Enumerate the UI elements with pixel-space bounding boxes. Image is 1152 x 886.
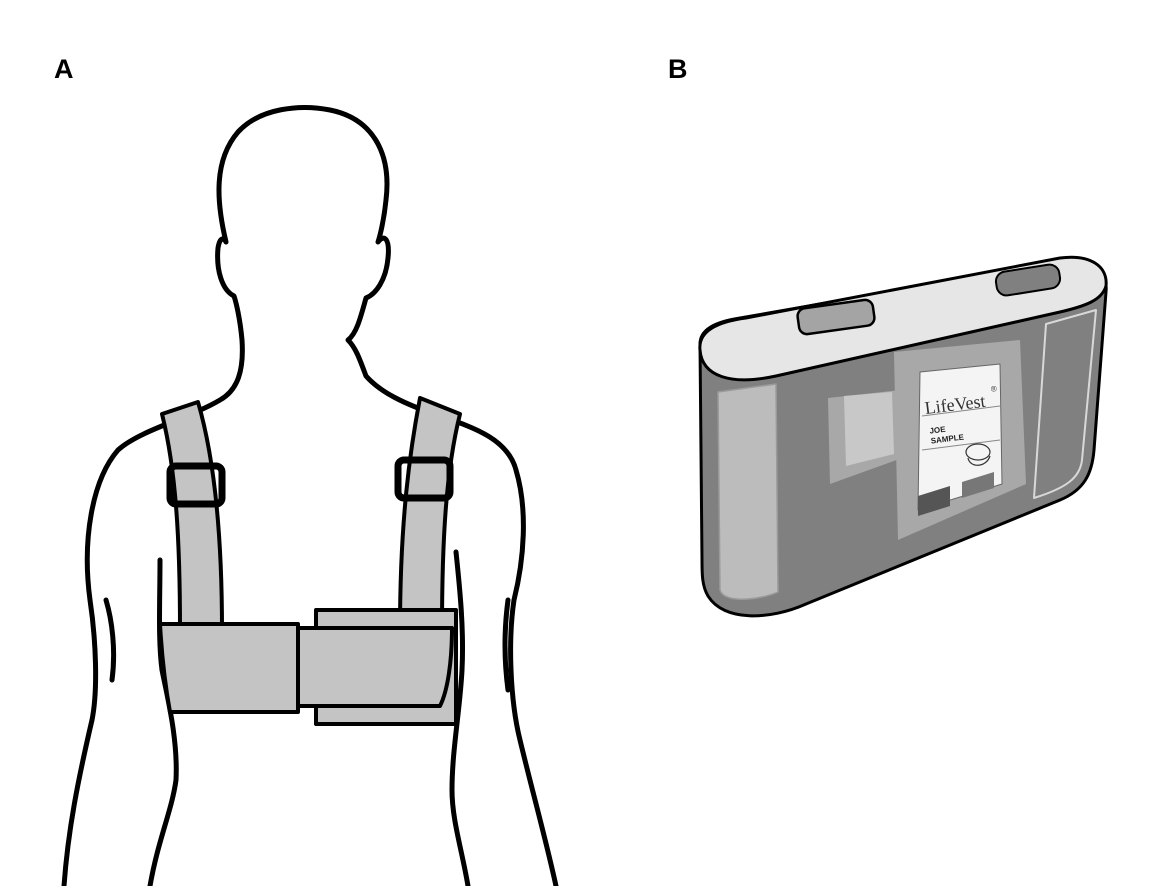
label-divider-1 — [921, 405, 1001, 417]
heart-icon — [965, 443, 991, 466]
panel-label-b: B — [668, 54, 688, 84]
device-brand-mark: ® — [990, 384, 997, 394]
body-outline — [61, 105, 559, 886]
device-display-inner — [844, 392, 894, 466]
device-top-button — [796, 298, 876, 336]
device-top-port — [994, 263, 1062, 297]
device-label-line2: SAMPLE — [930, 433, 965, 446]
left-armpit-crease — [103, 597, 117, 683]
label-divider-2 — [921, 439, 1001, 451]
person-silhouette — [61, 105, 559, 886]
harness — [158, 396, 462, 726]
device-right-cap — [1033, 309, 1097, 499]
panel-label-a: A — [54, 54, 74, 84]
left-strap-buckle — [166, 462, 226, 508]
monitor-device — [698, 255, 1108, 618]
device-left-panel — [717, 383, 779, 600]
belt-left-panel — [158, 622, 300, 714]
left-arm-line — [147, 557, 179, 886]
device-label-button-right — [962, 472, 994, 498]
device-label-button-left — [918, 486, 950, 516]
left-shoulder-strap — [160, 400, 224, 632]
device-label-card — [917, 363, 1003, 511]
right-shoulder-strap — [398, 396, 462, 632]
right-armpit-crease — [502, 597, 511, 693]
device-label-line1: JOE — [929, 425, 947, 436]
right-strap-buckle — [394, 456, 454, 502]
belt-right-panel — [296, 626, 454, 708]
